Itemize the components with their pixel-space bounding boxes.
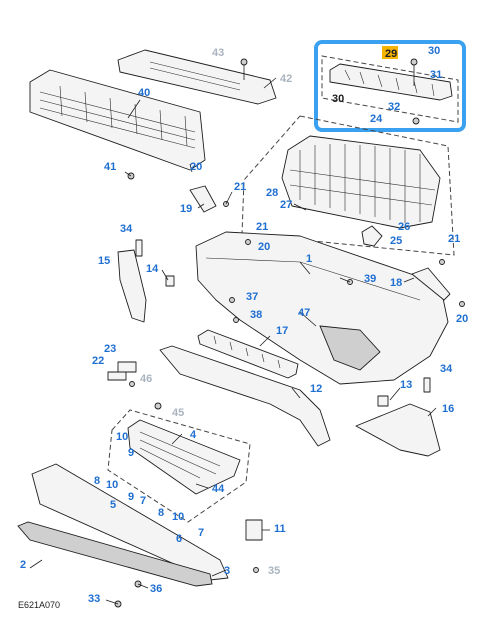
callout-24: 24: [370, 113, 383, 125]
callout-20c: 20: [456, 313, 468, 325]
callout-16: 16: [442, 403, 454, 415]
fastener-35: [253, 567, 259, 573]
clip-23: [117, 361, 137, 373]
callout-14: 14: [146, 263, 159, 275]
callout-1: 1: [306, 253, 312, 265]
callout-3: 3: [224, 565, 230, 577]
callout-13: 13: [400, 379, 412, 391]
callout-34b: 34: [440, 363, 453, 375]
lower-grille-boundary: [107, 409, 251, 523]
fastener-46: [129, 381, 135, 387]
side-trim-part: [355, 403, 441, 457]
callout-32: 32: [388, 101, 400, 113]
callout-20a: 20: [190, 161, 202, 173]
callout-23: 23: [104, 343, 116, 355]
callout-28: 28: [266, 187, 278, 199]
badge-29-label: 29: [385, 48, 397, 60]
bracket-part-19: [189, 185, 217, 213]
callout-21c: 21: [448, 233, 460, 245]
callout-25: 25: [390, 235, 402, 247]
callout-labels: 43 42 30 31 30 32 24 40 41 20 21 19 28 2…: [20, 45, 468, 605]
fastener-37: [229, 297, 235, 303]
callout-17: 17: [276, 325, 288, 337]
clip-34a: [135, 239, 143, 257]
bracket-18: [411, 267, 451, 301]
bumper-cover-part: [195, 231, 449, 385]
callout-7b: 7: [198, 527, 204, 539]
callout-12: 12: [310, 383, 322, 395]
callout-22: 22: [92, 355, 104, 367]
emblem-part: [361, 225, 383, 247]
callout-27: 27: [280, 199, 292, 211]
callout-8a: 8: [94, 475, 100, 487]
callout-41: 41: [104, 161, 116, 173]
fastener-45: [154, 402, 162, 410]
callout-5: 5: [110, 499, 116, 511]
callout-35: 35: [268, 565, 280, 577]
callout-9b: 9: [128, 491, 134, 503]
callout-45: 45: [172, 407, 184, 419]
callout-10a: 10: [116, 431, 128, 443]
callout-30a: 30: [428, 45, 440, 57]
clip-13: [377, 395, 389, 407]
callout-6: 6: [176, 533, 182, 545]
fastener-21c: [439, 259, 445, 265]
bumper-beam-part: [29, 69, 206, 180]
callout-42: 42: [280, 73, 292, 85]
callout-8b: 8: [158, 507, 164, 519]
fastener-38: [233, 317, 239, 323]
callout-4: 4: [190, 429, 197, 441]
callout-21b: 21: [256, 221, 268, 233]
callout-46: 46: [140, 373, 152, 385]
clip-14: [165, 275, 175, 287]
callout-37: 37: [246, 291, 258, 303]
callout-34a: 34: [120, 223, 133, 235]
clip-34b: [423, 377, 431, 393]
badge-29: [382, 46, 398, 59]
callout-18: 18: [390, 277, 402, 289]
fastener-20a: [245, 239, 251, 245]
callout-43: 43: [212, 47, 224, 59]
callout-44: 44: [212, 483, 225, 495]
figure-code: E621A070: [18, 600, 60, 610]
callout-15: 15: [98, 255, 110, 267]
callout-31: 31: [430, 69, 442, 81]
callout-10b: 10: [106, 479, 118, 491]
callout-11: 11: [274, 523, 286, 535]
clip-11: [245, 519, 263, 541]
lower-grille-part: [127, 419, 241, 495]
grille-surround-part: [159, 345, 331, 447]
callout-7a: 7: [140, 495, 146, 507]
highlight-frame: [314, 40, 466, 132]
callout-39: 39: [364, 273, 376, 285]
leader-lines: [29, 77, 437, 605]
detail-bracket-part: [321, 55, 459, 125]
callout-47: 47: [298, 307, 310, 319]
callout-9a: 9: [128, 447, 134, 459]
clip-22: [107, 371, 127, 381]
callout-40: 40: [138, 87, 150, 99]
callout-20b: 20: [258, 241, 270, 253]
upper-panel-part: [117, 49, 277, 105]
grille-part: [281, 135, 441, 229]
callout-30b: 30: [332, 93, 344, 105]
callout-26: 26: [398, 221, 410, 233]
callout-36: 36: [150, 583, 162, 595]
side-bracket-part: [117, 249, 147, 323]
callout-38: 38: [250, 309, 262, 321]
callout-2: 2: [20, 559, 26, 571]
callout-33: 33: [88, 593, 100, 605]
lower-strip-part: [197, 329, 299, 379]
lower-lip-part: [17, 463, 229, 587]
callout-19: 19: [180, 203, 192, 215]
fastener-20c: [459, 301, 465, 307]
callout-10c: 10: [172, 511, 184, 523]
callout-21a: 21: [234, 181, 246, 193]
